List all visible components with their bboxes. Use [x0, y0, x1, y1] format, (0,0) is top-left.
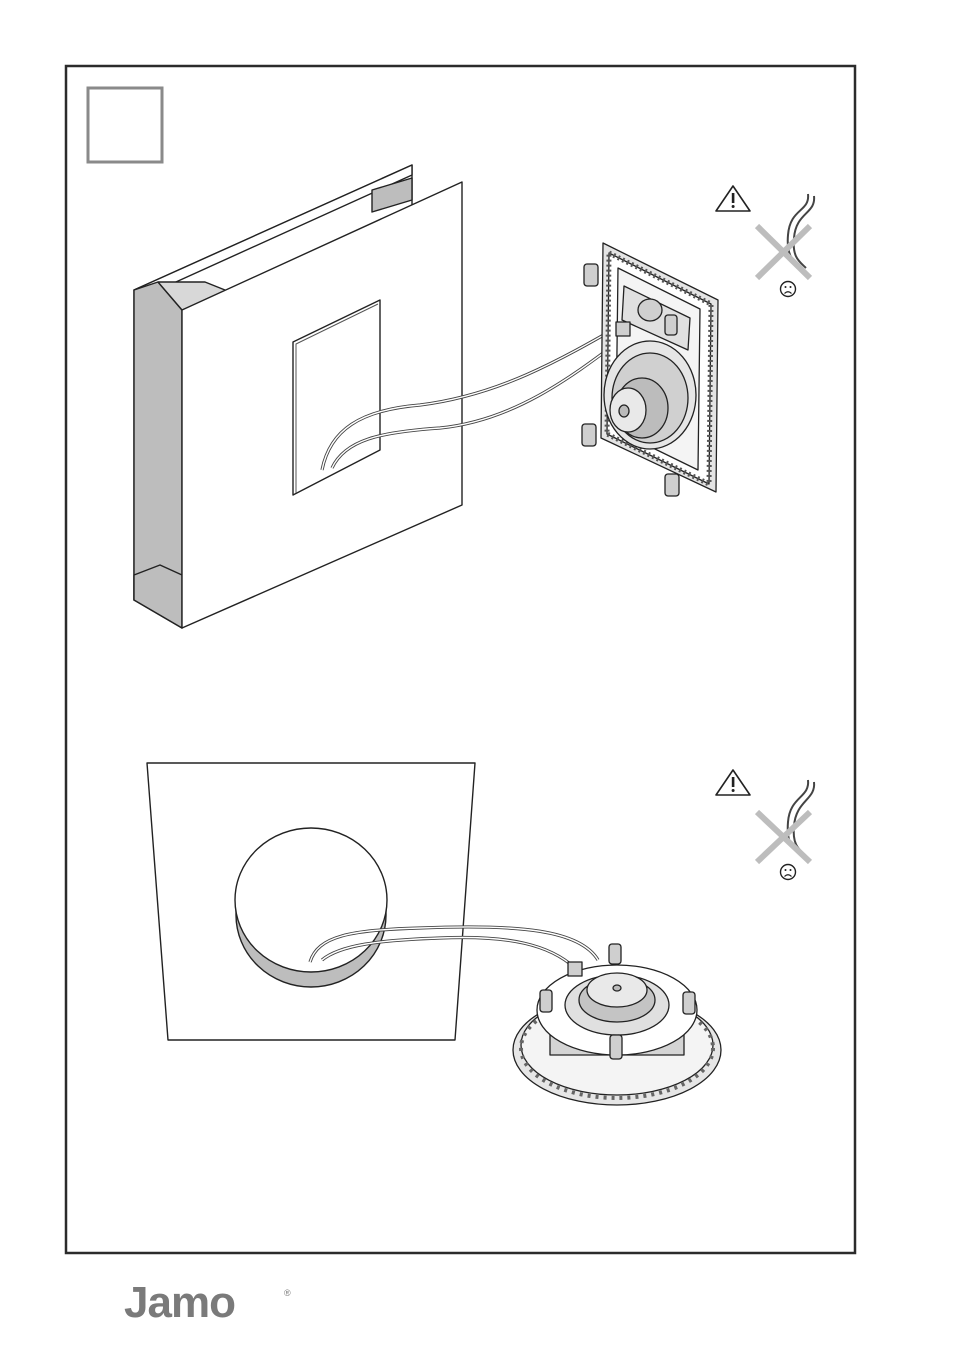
ceiling-terminal	[568, 962, 582, 976]
warning-triangle-icon	[716, 186, 750, 211]
in-ceiling-speaker	[513, 944, 721, 1105]
jamo-logo-mark: Jamo ®	[124, 1282, 294, 1328]
warning-group-wall	[716, 186, 814, 297]
clamp-bottom-right	[665, 474, 679, 496]
clamp-top-right	[665, 315, 677, 335]
svg-text:Jamo: Jamo	[124, 1282, 235, 1327]
bottom-stud	[134, 565, 182, 628]
sad-face-icon	[781, 865, 796, 880]
ceiling-clamp-front	[610, 1035, 622, 1059]
in-ceiling-illustration	[147, 763, 598, 1040]
sad-face-icon	[781, 282, 796, 297]
svg-text:®: ®	[284, 1288, 291, 1298]
in-wall-illustration	[134, 165, 634, 628]
step-number-box	[88, 88, 162, 162]
clamp-bottom-left	[582, 424, 596, 446]
ceiling-cutout	[235, 828, 387, 972]
clamp-top-left	[584, 264, 598, 286]
in-wall-speaker	[582, 243, 718, 496]
ceiling-clamp-left	[540, 990, 552, 1012]
crossed-bent-cable-icon	[757, 780, 814, 862]
warning-triangle-icon	[716, 770, 750, 795]
warning-group-ceiling	[716, 770, 814, 880]
jamo-logo: Jamo ®	[124, 1282, 294, 1333]
ceiling-clamp-back	[609, 944, 621, 964]
ceiling-clamp-right	[683, 992, 695, 1014]
crossed-bent-cable-icon	[757, 194, 814, 278]
